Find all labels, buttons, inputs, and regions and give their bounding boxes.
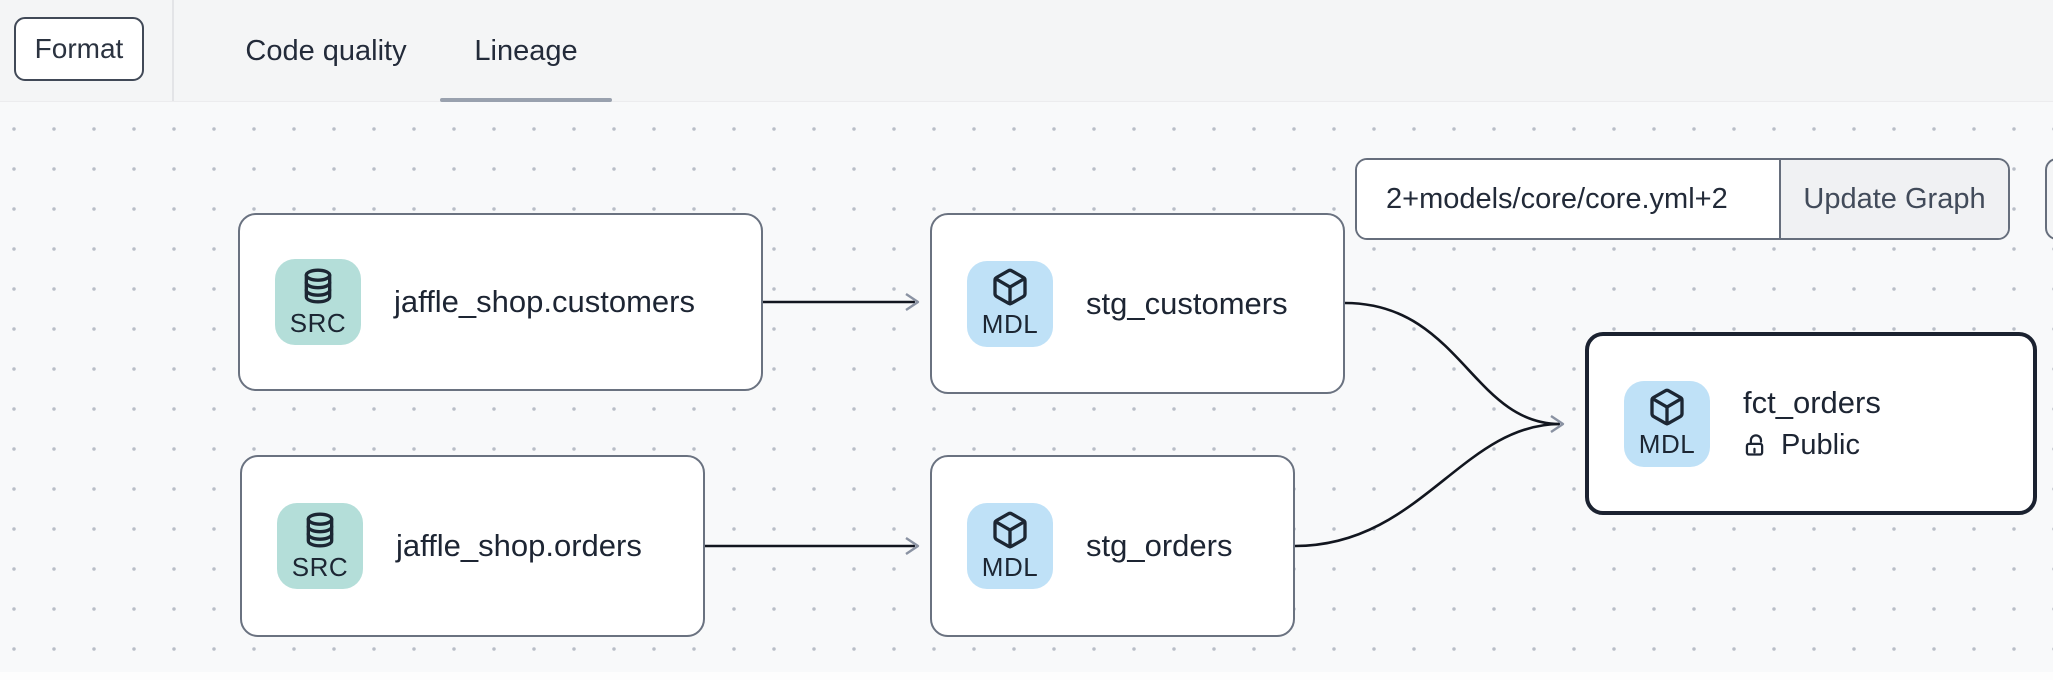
node-fct-orders[interactable]: MDL fct_orders Public [1585,332,2037,515]
tab-lineage[interactable]: Lineage [440,0,612,102]
unlock-icon [1745,434,1764,456]
model-badge: MDL [967,260,1053,347]
node-type-label: MDL [1638,429,1696,459]
selector-group: Update Graph [1355,158,2010,240]
partial-control[interactable] [2045,158,2053,240]
cube-icon [993,511,1027,548]
node-text: fct_orders Public [1743,385,1881,462]
node-jaffle-shop-orders[interactable]: SRC jaffle_shop.orders [240,455,705,637]
model-badge: MDL [1624,380,1710,467]
cube-icon [1650,388,1684,426]
bottom-strip [0,672,2053,680]
node-type-label: SRC [291,551,349,582]
node-jaffle-shop-customers[interactable]: SRC jaffle_shop.customers [238,213,763,391]
node-title: jaffle_shop.orders [396,528,642,563]
node-type-label: SRC [289,307,347,338]
source-badge: SRC [275,259,361,345]
topbar-divider [172,0,174,101]
tab-code-quality[interactable]: Code quality [245,34,407,67]
model-badge: MDL [967,503,1053,589]
database-icon [306,511,334,547]
access-label: Public [1781,429,1860,461]
node-title: fct_orders [1743,385,1881,420]
node-title: jaffle_shop.customers [394,284,695,319]
node-type-label: MDL [981,551,1039,582]
source-badge: SRC [277,503,363,589]
node-stg-orders[interactable]: MDL stg_orders [930,455,1295,637]
tab-bar: Code quality Lineage [212,0,612,102]
update-graph-button[interactable]: Update Graph [1779,160,2008,238]
access-row: Public [1743,429,1881,462]
node-title: stg_orders [1086,528,1233,563]
node-stg-customers[interactable]: MDL stg_customers [930,213,1345,394]
topbar: Format Code quality Lineage [0,0,2053,102]
selector-input[interactable] [1357,160,1779,238]
node-type-label: MDL [981,309,1039,339]
cube-icon [993,268,1027,306]
node-title: stg_customers [1086,285,1288,321]
database-icon [304,268,332,303]
format-button[interactable]: Format [14,17,144,81]
